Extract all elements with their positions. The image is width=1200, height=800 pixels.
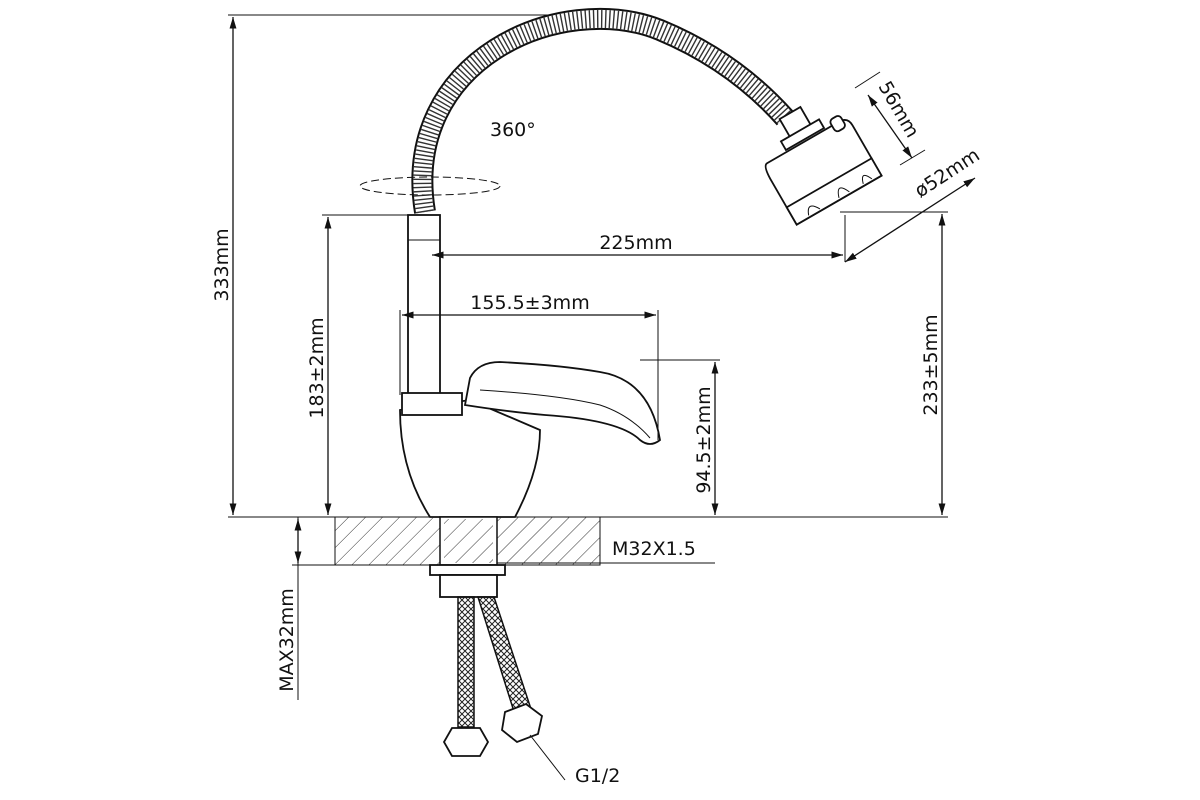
reference-lines <box>228 14 948 566</box>
lever-reach-label: 155.5±3mm <box>470 292 589 314</box>
counter-thickness-label: MAX32mm <box>276 588 298 692</box>
thread-label: M32X1.5 <box>612 538 696 560</box>
head-length-label: 56mm <box>874 78 924 142</box>
rotation-label: 360° <box>490 119 536 141</box>
faucet-body <box>399 214 661 518</box>
lever-height-label: 94.5±2mm <box>693 386 715 493</box>
hex-nut-right <box>501 702 544 744</box>
supply-hoses <box>442 596 544 757</box>
spray-head <box>764 105 883 226</box>
hex-nut-left <box>442 727 490 757</box>
head-diameter-label: ø52mm <box>911 144 984 202</box>
dimension-lines <box>229 17 976 781</box>
mounting-thread <box>429 516 506 598</box>
outlet-height-label: 233±5mm <box>920 314 942 415</box>
total-height-label: 333mm <box>211 228 233 301</box>
connection-label: G1/2 <box>575 765 620 787</box>
spout-reach-label: 225mm <box>599 232 672 254</box>
rotation-ellipse <box>359 176 501 196</box>
spout-base-height-label: 183±2mm <box>306 317 328 418</box>
flexible-hose <box>411 7 794 214</box>
